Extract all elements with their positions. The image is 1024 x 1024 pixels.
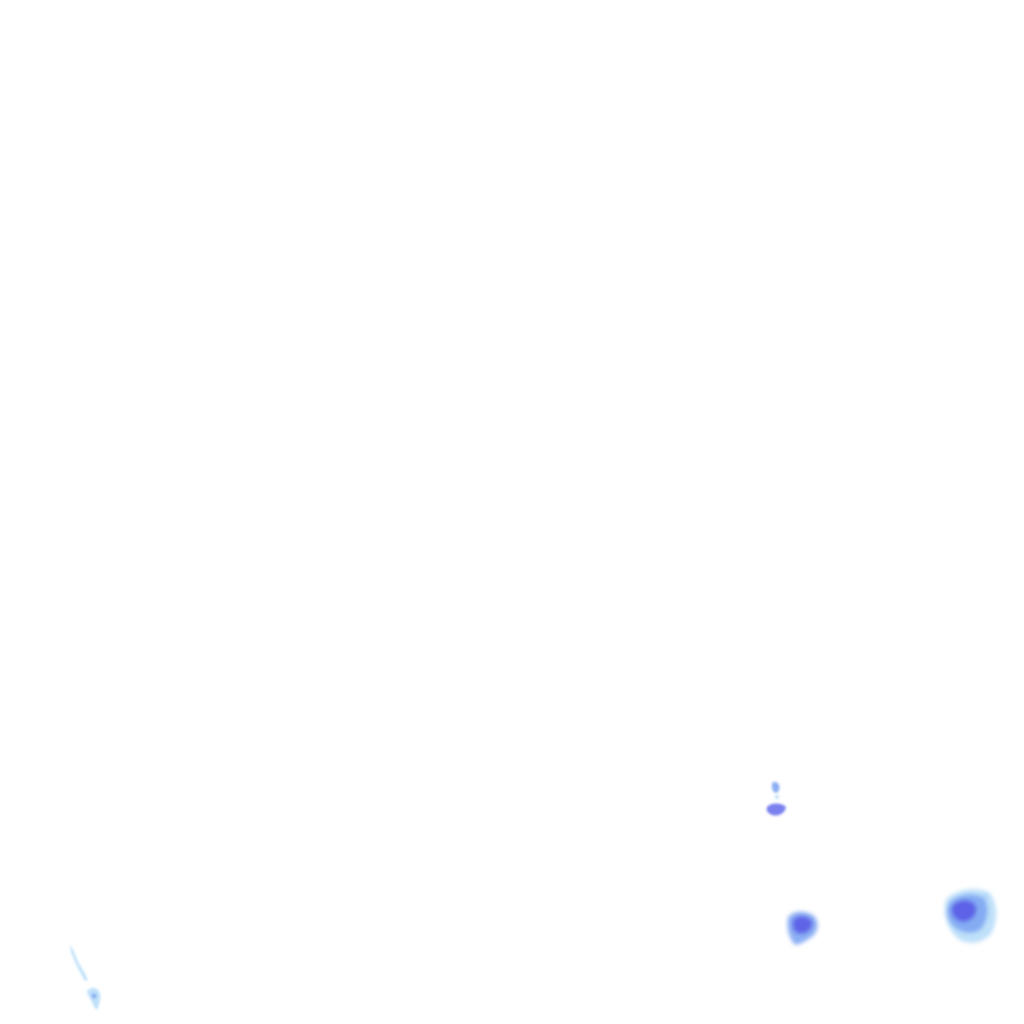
echo-cell-southeast <box>944 889 997 943</box>
echo-southwest-streak <box>70 944 101 1010</box>
echo-small-cell-north <box>766 781 786 816</box>
echo-cell-south <box>787 911 818 945</box>
